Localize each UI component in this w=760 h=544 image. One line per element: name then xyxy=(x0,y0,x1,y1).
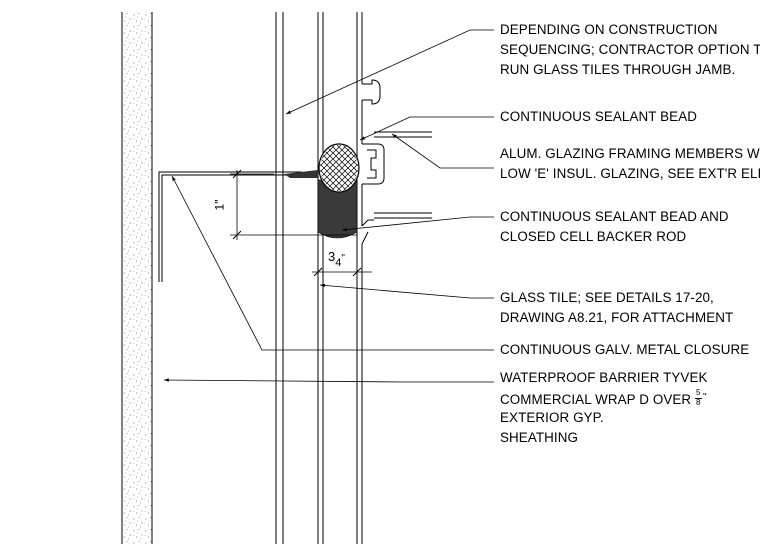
dim-horizontal-den: 4 xyxy=(335,257,342,269)
framing-clip-mid-inner xyxy=(367,149,377,179)
dim-vertical-tick-bottom xyxy=(232,230,242,240)
note-jamb-option-line: RUN GLASS TILES THROUGH JAMB. xyxy=(500,62,736,77)
note-sealant-bead: CONTINUOUS SEALANT BEAD xyxy=(500,107,697,127)
dim-horizontal-unit: " xyxy=(341,253,345,264)
leader-metal-closure xyxy=(171,175,494,351)
note-jamb-option-line: SEQUENCING; CONTRACTOR OPTION TO xyxy=(500,42,760,57)
dim-horizontal-tick-right xyxy=(352,267,362,277)
leader-sealant-backer xyxy=(341,216,494,232)
note-glazing-framing-line: ALUM. GLAZING FRAMING MEMBERS W/ xyxy=(500,146,760,161)
gyp-sheathing xyxy=(122,12,152,544)
note-tyvek-line: EXTERIOR GYP. xyxy=(500,410,604,425)
note-jamb-option-line: DEPENDING ON CONSTRUCTION xyxy=(500,22,718,37)
fraction-bar xyxy=(695,398,702,399)
leader-glass-tile xyxy=(319,283,494,299)
leader-tyvek xyxy=(163,378,494,383)
dim-vertical-label: 1" xyxy=(212,199,227,211)
leader-glazing-framing xyxy=(391,133,494,169)
galv-metal-closure-inner xyxy=(161,174,302,282)
framing-clip-top xyxy=(362,79,381,105)
sealant-bead-joint xyxy=(317,179,358,239)
note-sealant-backer: CONTINUOUS SEALANT BEAD AND CLOSED CELL … xyxy=(500,207,729,247)
framing-clip-mid xyxy=(362,143,385,185)
fraction-numerator: 5 xyxy=(696,388,701,397)
note-tyvek-prefix: COMMERCIAL WRAP D OVER xyxy=(500,392,695,407)
note-glazing-framing-line: LOW 'E' INSUL. GLAZING, SEE EXT'R ELEV. xyxy=(500,166,760,181)
galv-metal-closure xyxy=(158,171,302,282)
dim-horizontal-tick-left xyxy=(313,267,323,277)
note-glazing-framing: ALUM. GLAZING FRAMING MEMBERS W/ LOW 'E'… xyxy=(500,144,760,184)
note-tyvek-line: SHEATHING xyxy=(500,430,579,445)
note-metal-closure: CONTINUOUS GALV. METAL CLOSURE xyxy=(500,340,749,360)
note-glass-tile: GLASS TILE; SEE DETAILS 17-20, DRAWING A… xyxy=(500,288,733,328)
note-metal-closure-line: CONTINUOUS GALV. METAL CLOSURE xyxy=(500,342,750,357)
leader-sealant-bead xyxy=(359,116,494,141)
leader-jamb-option xyxy=(285,29,494,115)
sealant-bead-top xyxy=(284,170,318,178)
backer-rod-hatch-fill xyxy=(320,145,358,191)
dim-horizontal-num: 3 xyxy=(328,249,336,264)
note-sealant-bead-line: CONTINUOUS SEALANT BEAD xyxy=(500,109,697,124)
note-sealant-backer-line: CLOSED CELL BACKER ROD xyxy=(500,229,687,244)
framing-clip-bottom xyxy=(361,219,374,245)
fraction-unit: " xyxy=(703,392,707,403)
note-tyvek-line: WATERPROOF BARRIER TYVEK xyxy=(500,370,708,385)
note-tyvek: WATERPROOF BARRIER TYVEK COMMERCIAL WRAP… xyxy=(500,368,708,448)
note-jamb-option: DEPENDING ON CONSTRUCTION SEQUENCING; CO… xyxy=(500,20,760,80)
fraction-denominator: 8 xyxy=(696,398,701,407)
dim-vertical-tick-top xyxy=(232,169,242,179)
dim-horizontal-label: 34" xyxy=(328,249,345,269)
note-glass-tile-line: DRAWING A8.21, FOR ATTACHMENT xyxy=(500,310,734,325)
note-sealant-backer-line: CONTINUOUS SEALANT BEAD AND xyxy=(500,209,729,224)
note-glass-tile-line: GLASS TILE; SEE DETAILS 17-20, xyxy=(500,290,714,305)
